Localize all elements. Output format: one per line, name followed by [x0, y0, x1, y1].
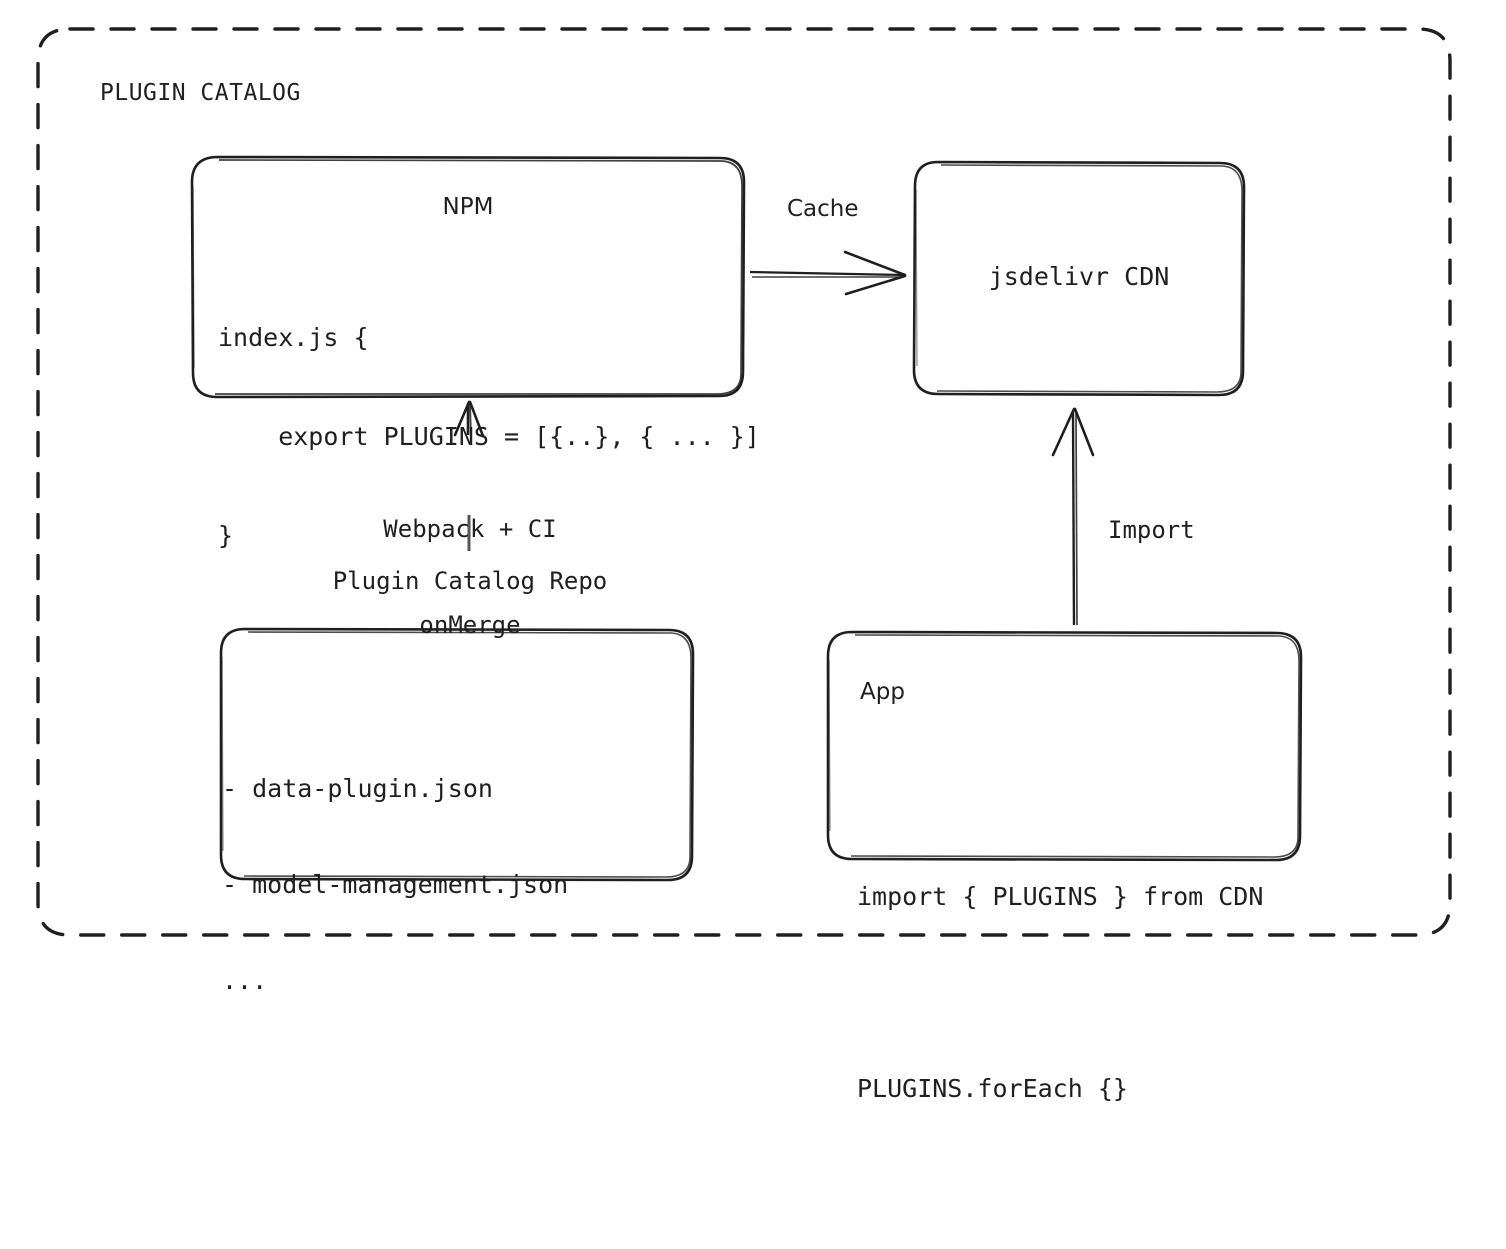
npm-box-title: NPM: [442, 194, 494, 220]
app-box-code: import { PLUGINS } from CDN PLUGINS.forE…: [857, 737, 1263, 1249]
list-item: - data-plugin.json: [222, 774, 493, 803]
edge-label-webpack-onmerge: Webpack + CI onMerge: [275, 449, 665, 705]
edge-label-import: Import: [1108, 516, 1195, 544]
app-box-title: App: [860, 679, 905, 705]
repo-box-caption: Plugin Catalog Repo: [332, 567, 608, 595]
app-code-line-1: import { PLUGINS } from CDN: [857, 882, 1264, 911]
npm-box-code: index.js { export PLUGINS = [{..}, { ...…: [218, 255, 760, 618]
edge-label-webpack: Webpack + CI: [383, 515, 557, 543]
diagram-canvas: PLUGIN CATALOG NPM index.js { export PLU…: [36, 27, 1452, 1103]
list-item: ...: [222, 966, 268, 995]
page-title: PLUGIN CATALOG: [100, 80, 301, 106]
app-code-line-2: PLUGINS.forEach {}: [857, 1074, 1128, 1103]
cdn-box-title: jsdelivr CDN: [988, 262, 1170, 291]
edge-npm-to-cdn: [749, 250, 907, 296]
npm-code-line-2: export PLUGINS = [{..}, { ... }]: [218, 422, 760, 451]
npm-code-line-3: }: [218, 521, 234, 550]
npm-code-line-1: index.js {: [218, 323, 369, 352]
edge-label-cache: Cache: [787, 196, 859, 222]
edge-app-to-cdn: [1051, 407, 1095, 626]
edge-label-onmerge: onMerge: [419, 611, 521, 639]
repo-box-file-list: - data-plugin.json - model-management.js…: [222, 709, 568, 1061]
list-item: - model-management.json: [222, 870, 569, 899]
